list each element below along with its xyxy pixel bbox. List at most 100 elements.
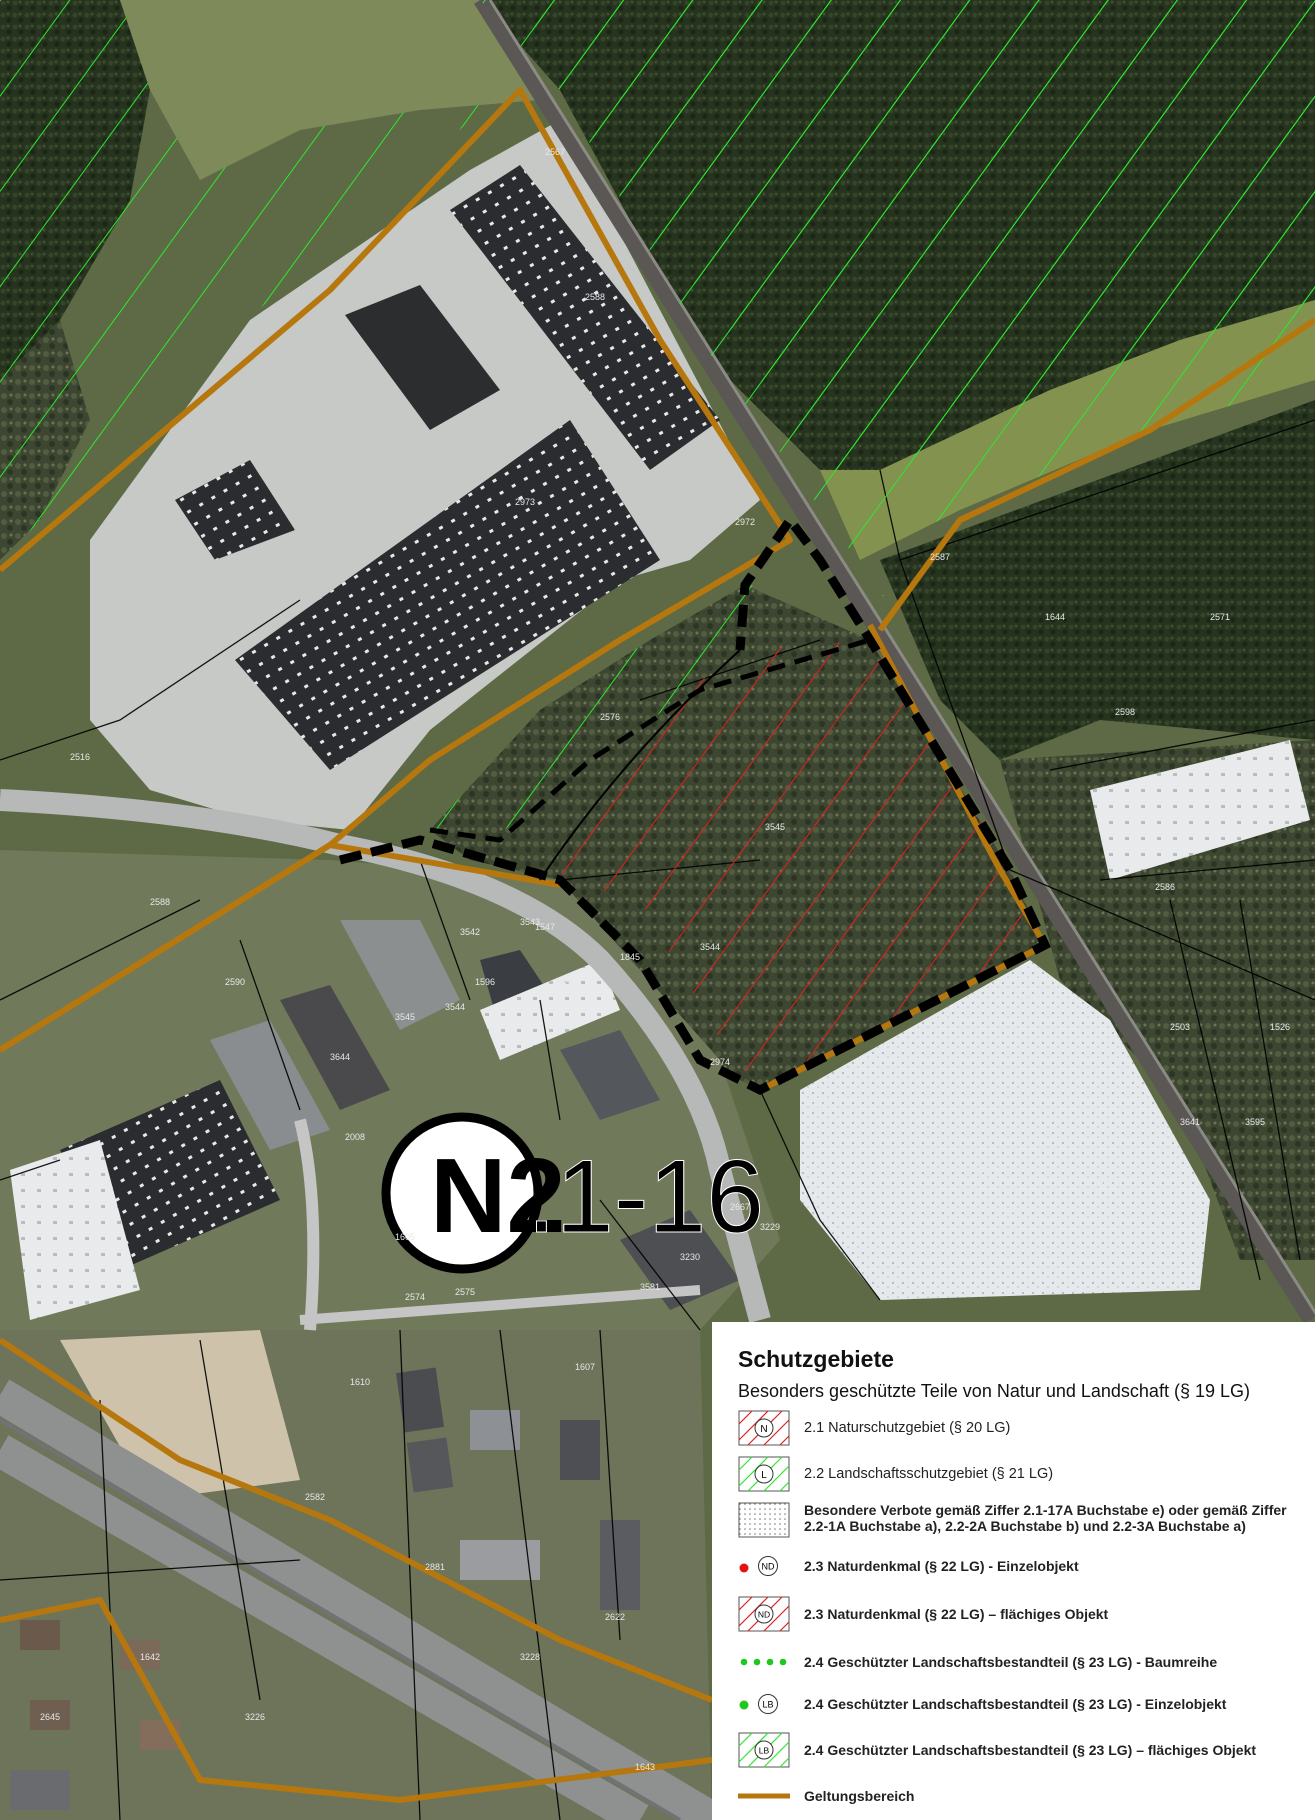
parcel-number: 3226 [245,1712,265,1722]
legend-item-nature-reserve: N 2.1 Naturschutzgebiet (§ 20 LG) [738,1410,1010,1446]
road-main [0,789,771,1323]
parcel-number: 2574 [405,1292,425,1302]
parcel-number: 3229 [760,1222,780,1232]
parcel-number: 2587 [930,552,950,562]
warehouse-east [1090,740,1310,880]
parcel-number: 2973 [515,497,535,507]
parcel-number: 3542 [460,927,480,937]
legend-item-boundary: Geltungsbereich [738,1778,914,1814]
storage-yard-east [800,960,1210,1300]
svg-text:LB: LB [759,1746,770,1756]
svg-text:N: N [760,1424,767,1435]
svg-text:LB: LB [762,1700,773,1710]
parcel-number: 3226 [1000,1207,1020,1217]
hatch-landscape-protection-strip [430,580,800,840]
parcel-number: 2586 [1155,882,1175,892]
parcel-number: 2588 [150,897,170,907]
parcel-number: 1526 [1270,1022,1290,1032]
hatch-nature-reserve [560,640,1045,1090]
parcel-number: 2008 [345,1132,365,1142]
parcel-number: 2881 [425,1562,445,1572]
parcel-number: 1643 [635,1762,655,1772]
parcel-number: 2576 [600,712,620,722]
parcel-number: 1605 [395,1232,415,1242]
legend-swatch-red-hatch: N [738,1410,790,1446]
area-label-circle [381,1112,543,1274]
parcel-number: 2575 [455,1287,475,1297]
railway [474,0,1315,1324]
parcel-number: 2972 [735,517,755,527]
boundary-protected-area [338,512,1051,1096]
legend-item-tree-row: 2.4 Geschützter Landschaftsbestandteil (… [738,1644,1217,1680]
legend-item-natural-monument-point: ND 2.3 Naturdenkmal (§ 22 LG) - Einzelob… [738,1548,1079,1584]
parcel-number: 3544 [700,942,720,952]
parcel-number: 1845 [620,952,640,962]
legend-swatch-red-point: ND [739,1556,778,1576]
area-label-suffix: .1-16 [527,1139,764,1255]
parcel-number: 2590 [225,977,245,987]
parcel-number: 1547 [535,922,555,932]
svg-text:ND: ND [762,1562,775,1572]
legend-swatch-green-hatch: LB [738,1732,790,1768]
parcel-lines [0,419,1315,1820]
legend-item-landscape-protection: L 2.2 Landschaftsschutzgebiet (§ 21 LG) [738,1456,1053,1492]
parcel-number: 2571 [1210,612,1230,622]
legend-label: 2.2 Landschaftsschutzgebiet (§ 21 LG) [804,1466,1054,1482]
parcel-number: 3544 [445,1002,465,1012]
svg-text:ND: ND [758,1610,770,1620]
parcel-number: 1642 [140,1652,160,1662]
area-label-prefix: N2 [430,1137,566,1255]
legend-label: 2.1 Naturschutzgebiet (§ 20 LG) [804,1420,1011,1436]
parcel-number: 3545 [765,822,785,832]
legend-label: 2.4 Geschützter Landschaftsbestandteil (… [804,1654,1218,1670]
parcel-number: 3581 [640,1282,660,1292]
legend-label: 2.3 Naturdenkmal (§ 22 LG) - Einzelobjek… [804,1558,1079,1574]
legend-swatch-green-dots [740,1658,787,1666]
map-legend: Schutzgebiete Besonders geschützte Teile… [712,1322,1315,1820]
parcel-number: 2582 [305,1492,325,1502]
parcel-number: 1644 [1045,612,1065,622]
parcel-number: 2598 [1115,707,1135,717]
legend-swatch-red-hatch: ND [738,1596,790,1632]
parcel-number: 1607 [575,1362,595,1372]
legend-label: 2.3 Naturdenkmal (§ 22 LG) – flächiges O… [804,1606,1109,1622]
legend-item-special-prohibitions: Besondere Verbote gemäß Ziffer 2.1-17A B… [738,1502,1298,1538]
parcel-number: 3644 [330,1052,350,1062]
motorway [0,1379,722,1820]
parcel-number: 2567 [545,147,565,157]
parcel-number: 2645 [40,1712,60,1722]
legend-label: 2.4 Geschützter Landschaftsbestandteil (… [804,1742,1257,1758]
legend-item-natural-monument-area: ND 2.3 Naturdenkmal (§ 22 LG) – flächige… [738,1596,1108,1632]
legend-label: Besondere Verbote gemäß Ziffer 2.1-17A B… [804,1502,1287,1534]
legend-swatch-dots [738,1502,790,1538]
parcel-number: 3228 [520,1652,540,1662]
parcel-number: 1840 [810,1102,830,1112]
parcel-number: 2516 [70,752,90,762]
parcel-number: 2602 [980,1167,1000,1177]
legend-item-landscape-element-point: LB 2.4 Geschützter Landschaftsbestandtei… [738,1686,1226,1722]
warehouse-north [450,165,720,470]
warehouse-main [235,420,660,770]
svg-text:L: L [761,1470,767,1481]
parcel-number: 3545 [395,1012,415,1022]
parcel-number: 1610 [350,1377,370,1387]
parcel-number: 3287 [555,977,575,987]
legend-swatch-green-point: LB [739,1694,778,1714]
parcel-number: 2588 [585,292,605,302]
legend-item-landscape-element-area: LB 2.4 Geschützter Landschaftsbestandtei… [738,1732,1256,1768]
parcel-number: 3641 [1180,1117,1200,1127]
parcel-number: 1596 [475,977,495,987]
legend-label: Geltungsbereich [804,1788,915,1804]
parcel-number: 1747 [1020,992,1040,1002]
legend-label: 2.4 Geschützter Landschaftsbestandteil (… [804,1696,1227,1712]
parcel-number: 2503 [1170,1022,1190,1032]
parcel-number: 2622 [605,1612,625,1622]
legend-swatch-brown-line [738,1793,790,1799]
legend-subtitle: Besonders geschützte Teile von Natur und… [738,1381,1250,1401]
parcel-number: 3595 [1245,1117,1265,1127]
parcel-number: 3230 [680,1252,700,1262]
legend-swatch-green-hatch: L [738,1456,790,1492]
parcel-number: 2667 [730,1202,750,1212]
parcel-number: 3543 [520,917,540,927]
